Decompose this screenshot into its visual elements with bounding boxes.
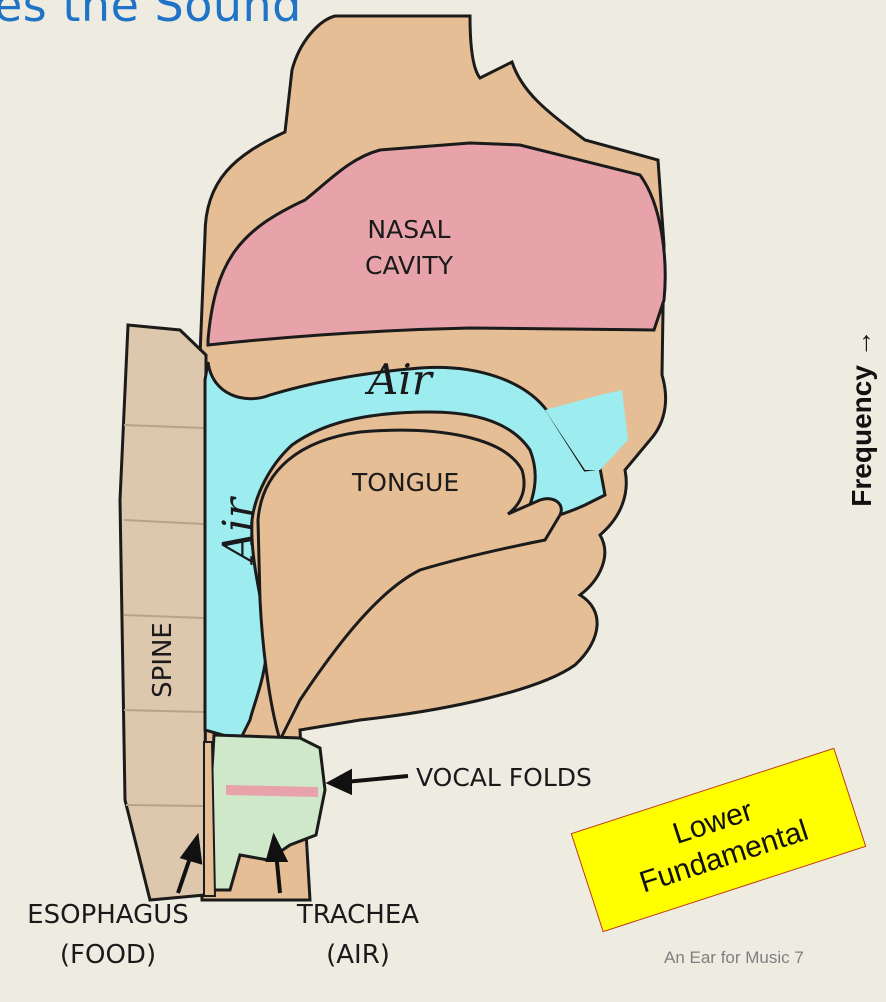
frequency-axis-label: Frequency → xyxy=(846,329,878,506)
label-spine: SPINE xyxy=(148,622,178,698)
slide-footer: An Ear for Music 7 xyxy=(664,948,804,968)
label-vocal-folds: VOCAL FOLDS xyxy=(416,763,592,792)
esophagus-tube xyxy=(204,742,215,896)
vocal-folds xyxy=(226,785,318,797)
label-nasal-cavity: NASAL CAVITY xyxy=(365,212,453,284)
spine xyxy=(120,325,206,900)
label-air-top: Air xyxy=(368,355,432,404)
label-tongue: TONGUE xyxy=(352,468,459,497)
label-air-side: Air xyxy=(214,498,263,562)
label-trachea: TRACHEA (AIR) xyxy=(258,895,458,975)
label-esophagus: ESOPHAGUS (FOOD) xyxy=(0,895,216,975)
arrow-vocal-folds xyxy=(345,776,408,782)
